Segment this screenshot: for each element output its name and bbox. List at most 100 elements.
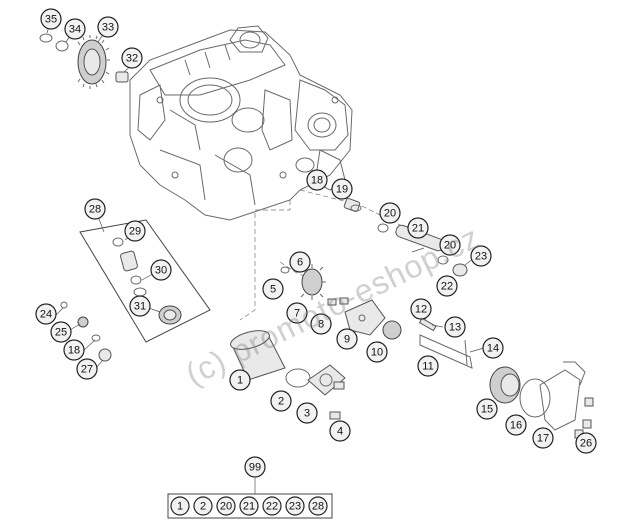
- callout-number: 20: [444, 240, 456, 252]
- callout-circle: [439, 234, 461, 256]
- callout-34: 34: [64, 18, 86, 40]
- callout-11: 11: [417, 355, 439, 377]
- callout-7: 7: [286, 302, 308, 324]
- callout-9: 9: [336, 328, 358, 350]
- kit-item-28: 28: [308, 496, 328, 516]
- filter-cover-3: [307, 364, 346, 396]
- callout-circle: [40, 8, 62, 30]
- callout-number: 18: [68, 345, 80, 357]
- callout-number: 30: [155, 265, 167, 277]
- callout-circle: [444, 316, 466, 338]
- callout-circle: [331, 178, 353, 200]
- callout-15: 15: [476, 398, 498, 420]
- callout-number: 26: [580, 438, 592, 450]
- callout-number: 15: [481, 404, 493, 416]
- callout-circle: [63, 339, 85, 361]
- kit-item-20: 20: [216, 496, 236, 516]
- callout-number: 99: [249, 462, 261, 474]
- callout-19: 19: [331, 178, 353, 200]
- plug-23: [452, 263, 468, 277]
- callout-20: 20: [379, 202, 401, 224]
- kit-item-circle: [193, 496, 213, 516]
- callout-18: 18: [63, 339, 85, 361]
- callout-13: 13: [444, 316, 466, 338]
- callout-circle: [129, 295, 151, 317]
- kit-box-frame: [167, 493, 333, 519]
- kit-item-number: 1: [177, 501, 183, 513]
- callout-number: 34: [69, 24, 81, 36]
- callout-circle: [575, 432, 597, 454]
- kit-item-21: 21: [239, 496, 259, 516]
- callout-25: 25: [50, 321, 72, 343]
- callout-circle: [329, 420, 351, 442]
- callout-circle: [35, 303, 57, 325]
- cover-17: [539, 369, 581, 431]
- callout-circle: [124, 220, 146, 242]
- callout-number: 29: [129, 226, 141, 238]
- callout-circle: [229, 369, 251, 391]
- callout-4: 4: [329, 420, 351, 442]
- kit-item-number: 2: [200, 501, 206, 513]
- parts-right-pump: [489, 361, 594, 439]
- callout-circle: [296, 402, 318, 424]
- callout-33: 33: [97, 16, 119, 38]
- callout-circle: [436, 275, 458, 297]
- callout-8: 8: [310, 313, 332, 335]
- callout-number: 25: [55, 327, 67, 339]
- callout-circle: [262, 278, 284, 300]
- o-ring-20b: [437, 255, 449, 265]
- kit-item-number: 23: [289, 501, 301, 513]
- callout-1: 1: [229, 369, 251, 391]
- callout-number: 2: [278, 396, 284, 408]
- callout-12: 12: [410, 298, 432, 320]
- kit-item-number: 28: [312, 501, 324, 513]
- callout-circle: [417, 355, 439, 377]
- kit-item-number: 21: [243, 501, 255, 513]
- shaft-11: [419, 334, 473, 369]
- callout-circle: [76, 358, 98, 380]
- callout-number: 3: [304, 408, 310, 420]
- kit-item-1: 1: [170, 496, 190, 516]
- callout-circle: [310, 313, 332, 335]
- parts-center-pump: [230, 200, 473, 420]
- callout-circle: [286, 302, 308, 324]
- callout-35: 35: [40, 8, 62, 30]
- callout-circle: [97, 16, 119, 38]
- screw-26: [584, 397, 594, 407]
- callout-circle: [150, 259, 172, 281]
- callout-26: 26: [575, 432, 597, 454]
- callout-23: 23: [470, 245, 492, 267]
- washer-34: [55, 40, 69, 52]
- callout-number: 16: [510, 420, 522, 432]
- circlip-35: [39, 33, 53, 43]
- callout-circle: [64, 18, 86, 40]
- callout-circle: [121, 47, 143, 69]
- kit-item-number: 22: [266, 501, 278, 513]
- callout-circle: [84, 198, 106, 220]
- callout-number: 21: [412, 223, 424, 235]
- callout-circle: [482, 337, 504, 359]
- callout-30: 30: [150, 259, 172, 281]
- callout-number: 7: [294, 308, 300, 320]
- rotor-10: [382, 320, 402, 340]
- callout-number: 1: [237, 375, 243, 387]
- parts-top-left: [39, 33, 134, 89]
- callout-number: 12: [415, 304, 427, 316]
- callout-circle: [336, 328, 358, 350]
- callout-number: 18: [311, 175, 323, 187]
- callout-24: 24: [35, 303, 57, 325]
- callout-number: 11: [422, 361, 433, 373]
- callout-number: 23: [475, 251, 487, 263]
- callout-2: 2: [270, 390, 292, 412]
- kit-item-circle: [262, 496, 282, 516]
- callout-16: 16: [505, 414, 527, 436]
- callout-circle: [532, 427, 554, 449]
- callout-circle: [366, 341, 388, 363]
- callout-17: 17: [532, 427, 554, 449]
- callout-28: 28: [84, 198, 106, 220]
- callout-number: 22: [441, 281, 453, 293]
- callout-number: 9: [344, 334, 350, 346]
- callout-29: 29: [124, 220, 146, 242]
